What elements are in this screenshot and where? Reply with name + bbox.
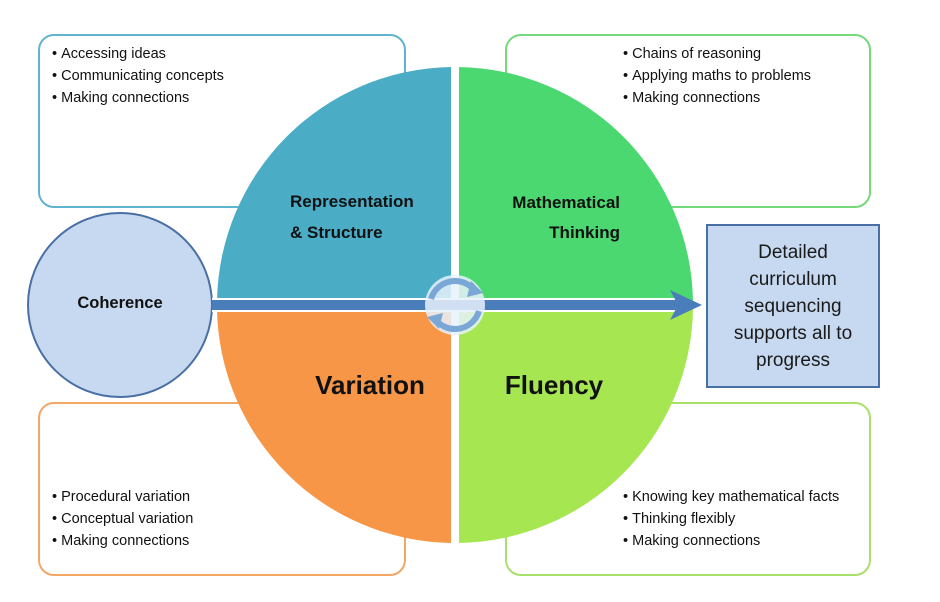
label-fluency: Fluency [504,370,604,400]
cycle-arrows-icon [425,275,485,335]
label-variation: Variation [315,370,425,400]
bullet-item: Applying maths to problems [623,65,811,87]
label-line: Mathematical [512,193,620,212]
quadrant-variation [217,309,451,543]
label-mathematical-thinking: Mathematical Thinking [470,188,620,248]
bullet-list-fluency: Knowing key mathematical facts Thinking … [623,486,839,552]
bullet-item: Accessing ideas [52,43,224,65]
quadrant-mathematical-thinking [459,67,693,301]
bullet-item: Making connections [623,87,811,109]
bullet-item: Procedural variation [52,486,193,508]
bullet-item: Knowing key mathematical facts [623,486,839,508]
quadrant-representation [217,67,451,301]
bullet-item: Making connections [52,530,193,552]
bullet-list-representation: Accessing ideas Communicating concepts M… [52,43,224,109]
curriculum-text: Detailed curriculum sequencing supports … [733,241,853,371]
label-line: & Structure [290,223,383,242]
curriculum-sequencing-box: Detailed curriculum sequencing supports … [706,224,880,388]
bullet-list-mathematical-thinking: Chains of reasoning Applying maths to pr… [623,43,811,109]
label-line: Thinking [549,223,620,242]
bullet-item: Conceptual variation [52,508,193,530]
bullet-list-variation: Procedural variation Conceptual variatio… [52,486,193,552]
bullet-item: Communicating concepts [52,65,224,87]
bullet-item: Chains of reasoning [623,43,811,65]
bullet-item: Thinking flexibly [623,508,839,530]
bullet-item: Making connections [623,530,839,552]
label-coherence: Coherence [77,294,163,312]
label-line: Representation [290,192,414,211]
label-representation-structure: Representation & Structure [270,186,450,248]
quadrant-fluency [459,309,693,543]
bullet-item: Making connections [52,87,224,109]
